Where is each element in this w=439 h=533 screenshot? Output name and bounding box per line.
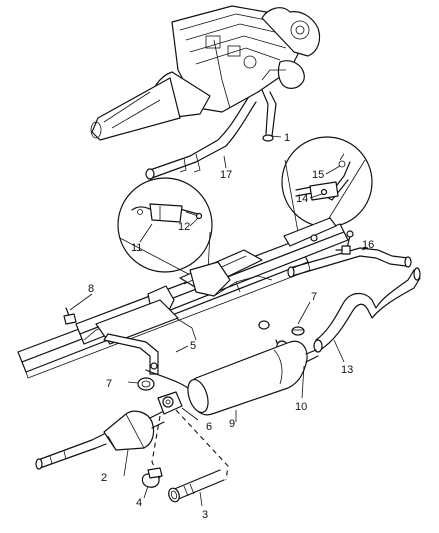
vehicle-frame xyxy=(17,217,349,379)
callout-2: 2 xyxy=(101,472,107,484)
callout-7-left: 7 xyxy=(106,378,112,390)
callout-1: 1 xyxy=(284,132,290,144)
callout-11: 11 xyxy=(131,242,142,254)
callout-15: 15 xyxy=(312,169,324,181)
hanger-bracket-5 xyxy=(103,333,189,389)
muffler xyxy=(187,340,319,416)
callout-16: 16 xyxy=(362,239,374,251)
intermediate-pipe xyxy=(313,267,421,353)
callout-5: 5 xyxy=(190,340,196,352)
callout-4: 4 xyxy=(136,497,142,509)
callout-6: 6 xyxy=(206,421,212,433)
callout-13: 13 xyxy=(341,364,353,376)
engine-transmission-illustration xyxy=(90,5,321,180)
callout-10: 10 xyxy=(295,401,307,413)
callout-labels: 1 2 3 4 5 6 7 7 8 9 10 11 12 13 14 15 16… xyxy=(88,132,374,521)
callout-3: 3 xyxy=(202,509,208,521)
callout-7-right: 7 xyxy=(311,291,317,303)
callout-12: 12 xyxy=(178,221,190,233)
callout-8: 8 xyxy=(88,283,94,295)
fasteners xyxy=(63,245,351,325)
tail-section-pipe xyxy=(141,409,229,503)
callout-leaders xyxy=(69,135,369,507)
detail-circle-bracket-assembly xyxy=(117,177,213,279)
callout-14: 14 xyxy=(296,193,308,205)
tail-pipe-assembly xyxy=(287,230,412,278)
catalytic-converter xyxy=(35,410,165,470)
callout-9: 9 xyxy=(229,418,235,430)
callout-17: 17 xyxy=(220,169,232,181)
left-hanger-and-clamp xyxy=(137,377,183,415)
